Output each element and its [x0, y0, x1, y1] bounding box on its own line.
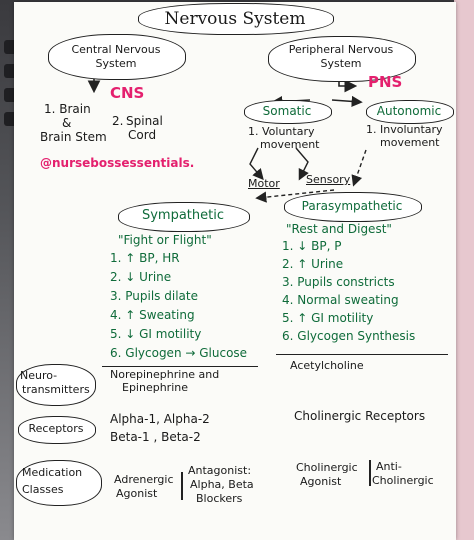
arrow-autonomic	[331, 95, 363, 107]
medication-para-separator	[369, 460, 371, 486]
sympathetic-item: 2. ↓ Urine	[110, 270, 172, 284]
medication-symp-separator	[181, 472, 183, 500]
autonomic-label: Autonomic	[376, 104, 442, 118]
sympathetic-item: 6. Glycogen → Glucose	[110, 346, 248, 360]
cns-spinal-2: Cord	[128, 128, 157, 142]
medication-symp-b-2: Alpha, Beta	[190, 478, 254, 491]
cns-spinal-1: Spinal	[126, 114, 163, 128]
receptors-symp-2: Beta-1 , Beta-2	[110, 430, 201, 444]
receptors-symp-1: Alpha-1, Alpha-2	[110, 412, 210, 426]
medication-label-1: Medication	[22, 466, 83, 479]
parasympathetic-item: 1. ↓ BP, P	[282, 239, 342, 253]
parasympathetic-subtitle: "Rest and Digest"	[286, 222, 392, 236]
somatic-cloud	[244, 100, 332, 124]
sympathetic-item: 4. ↑ Sweating	[110, 308, 195, 322]
medication-para-a-2: Agonist	[300, 475, 342, 488]
neurotransmitters-symp-1: Norepinephrine and	[110, 368, 220, 381]
pns-cloud	[268, 36, 416, 82]
neurotransmitters-label-2: transmitters	[22, 383, 90, 396]
neurotransmitters-label-1: Neuro-	[20, 369, 58, 382]
cns-label-line1: Central Nervous	[71, 43, 161, 56]
medication-label-2: Classes	[22, 483, 64, 496]
parasympathetic-item: 5. ↑ GI motility	[282, 311, 374, 325]
arrow-motor	[249, 147, 264, 181]
pns-label-line1: Peripheral Nervous	[288, 43, 394, 56]
autonomic-item-1: 1. Involuntary	[366, 123, 443, 136]
divider-sympathetic	[102, 366, 258, 368]
somatic-item-2: movement	[260, 138, 320, 151]
parasympathetic-item: 4. Normal sweating	[282, 293, 399, 307]
motor-label: Motor	[248, 177, 280, 190]
cns-brain-and: &	[62, 116, 72, 130]
neurotransmitters-para: Acetylcholine	[290, 359, 364, 372]
sympathetic-subtitle: "Fight or Flight"	[118, 233, 212, 247]
sympathetic-item: 1. ↑ BP, HR	[110, 251, 180, 265]
arrow-sensory	[295, 147, 309, 181]
parasympathetic-item: 3. Pupils constricts	[282, 275, 395, 289]
neurotransmitters-cloud	[16, 364, 96, 406]
parasympathetic-cloud	[284, 192, 422, 222]
sensory-label: Sensory	[306, 173, 351, 186]
title-cloud	[138, 3, 334, 35]
parasympathetic-item: 2. ↑ Urine	[282, 257, 344, 271]
divider-parasympathetic	[276, 354, 448, 356]
arrow-autonomic-down	[351, 149, 367, 187]
somatic-label: Somatic	[262, 104, 312, 118]
cns-cloud	[48, 34, 186, 80]
cns-label-line2: System	[95, 57, 137, 70]
cns-abbr: CNS	[110, 84, 145, 102]
pns-label-line2: System	[320, 57, 362, 70]
medication-symp-b-1: Antagonist:	[188, 464, 252, 477]
sympathetic-label: Sympathetic	[141, 208, 225, 223]
medication-symp-a-2: Agonist	[116, 487, 158, 500]
parasympathetic-label: Parasympathetic	[301, 199, 403, 213]
page-title: Nervous System	[164, 9, 306, 29]
cns-brain-label: 1. Brain	[44, 102, 91, 116]
medication-para-b-1: Anti-	[376, 460, 402, 473]
autonomic-cloud	[366, 100, 454, 124]
poster-paper: Nervous System Central Nervous System CN…	[14, 2, 456, 540]
sympathetic-cloud	[118, 202, 250, 232]
receptors-label: Receptors	[28, 422, 84, 435]
arrow-to-sympathetic	[255, 189, 335, 203]
neurotransmitters-symp-2: Epinephrine	[122, 381, 188, 394]
somatic-item-1: 1. Voluntary	[248, 125, 315, 138]
receptors-cloud	[18, 416, 96, 444]
receptors-para: Cholinergic Receptors	[294, 409, 426, 423]
autonomic-item-2: movement	[380, 136, 440, 149]
medication-symp-a-1: Adrenergic	[114, 473, 174, 486]
medication-cloud	[16, 460, 102, 506]
medication-symp-b-3: Blockers	[196, 492, 243, 505]
parasympathetic-item: 6. Glycogen Synthesis	[282, 329, 416, 343]
watermark-handle: @nursebossessentials.	[40, 156, 195, 170]
pink-surface	[454, 0, 474, 540]
pns-abbr: PNS	[368, 73, 403, 91]
cns-spinal-num: 2.	[112, 114, 124, 128]
sympathetic-item: 3. Pupils dilate	[110, 289, 198, 303]
sympathetic-item: 5. ↓ GI motility	[110, 327, 202, 341]
medication-para-a-1: Cholinergic	[296, 461, 358, 474]
medication-para-b-2: Cholinergic	[372, 474, 434, 487]
cns-brain-stem: Brain Stem	[40, 130, 107, 144]
